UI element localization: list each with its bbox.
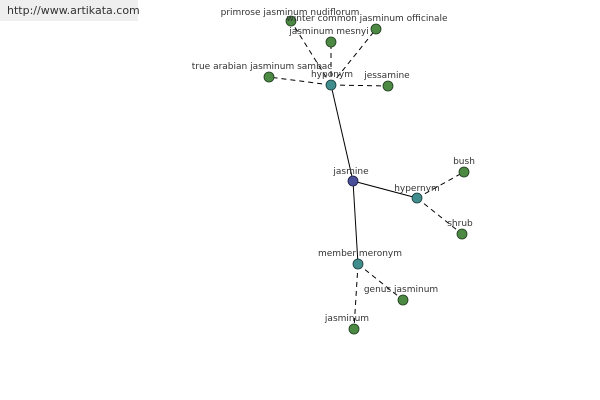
label-hypernym[interactable]: hypernym bbox=[394, 184, 440, 194]
node-shrub[interactable] bbox=[456, 228, 468, 240]
label-arabian[interactable]: true arabian jasminum sambac bbox=[192, 62, 333, 72]
node-primrose[interactable] bbox=[285, 15, 297, 27]
edge-hyponym-jessamine bbox=[330, 84, 389, 87]
label-jessamine[interactable]: jessamine bbox=[363, 71, 410, 81]
node-winter[interactable] bbox=[370, 23, 382, 35]
edge-hyponym-primrose bbox=[290, 20, 332, 86]
edge-jasmine-hypernym bbox=[352, 180, 418, 199]
label-winter[interactable]: winter common jasminum officinale bbox=[286, 14, 448, 24]
label-member-meronym[interactable]: member meronym bbox=[318, 249, 402, 259]
node-member-meronym[interactable] bbox=[352, 258, 364, 270]
node-hyponym[interactable] bbox=[325, 79, 337, 91]
label-shrub[interactable]: shrub bbox=[447, 219, 473, 229]
edge-meronym-jasminum bbox=[353, 263, 359, 330]
node-jasminum[interactable] bbox=[348, 323, 360, 335]
edge-hypernym-shrub bbox=[416, 197, 463, 235]
edge-jasmine-meronym bbox=[352, 180, 359, 265]
nodes bbox=[263, 15, 470, 335]
label-genus-jasminum[interactable]: genus jasminum bbox=[364, 285, 438, 295]
watermark-url[interactable]: http://www.artikata.com bbox=[0, 0, 140, 21]
node-arabian[interactable] bbox=[263, 71, 275, 83]
labels: primrose jasminum nudiflorum winter comm… bbox=[192, 8, 475, 324]
node-hypernym[interactable] bbox=[411, 192, 423, 204]
edges bbox=[268, 20, 465, 330]
node-genus-jasminum[interactable] bbox=[397, 294, 409, 306]
node-jasmine[interactable] bbox=[347, 175, 359, 187]
node-mesnyi[interactable] bbox=[325, 36, 337, 48]
label-bush[interactable]: bush bbox=[453, 157, 475, 167]
label-jasminum[interactable]: jasminum bbox=[324, 314, 369, 324]
node-jessamine[interactable] bbox=[382, 80, 394, 92]
edge-hyponym-winter bbox=[330, 28, 377, 86]
edge-jasmine-hyponym bbox=[330, 84, 354, 182]
edge-hyponym-arabian bbox=[268, 76, 332, 86]
label-primrose[interactable]: primrose jasminum nudiflorum bbox=[221, 8, 360, 18]
node-bush[interactable] bbox=[458, 166, 470, 178]
label-hyponym[interactable]: hyponym bbox=[311, 70, 353, 80]
edge-meronym-genus bbox=[357, 263, 404, 301]
label-jasmine[interactable]: jasmine bbox=[332, 167, 369, 177]
label-mesnyi[interactable]: jasminum mesnyi bbox=[288, 27, 369, 37]
